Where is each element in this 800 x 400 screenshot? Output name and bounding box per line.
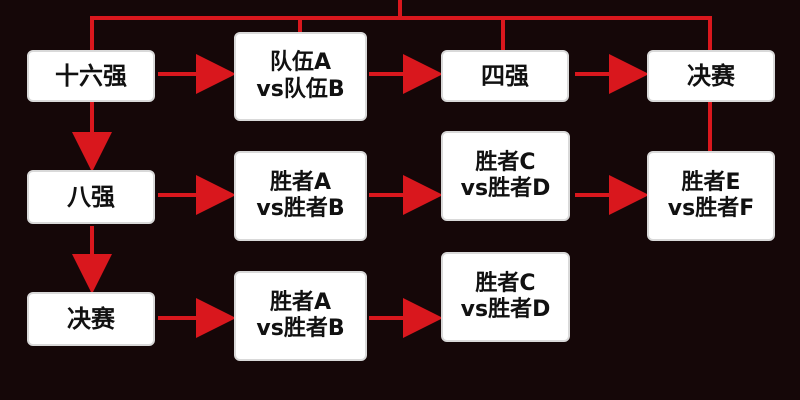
semifinal-stage-label: 四强 (481, 61, 529, 90)
match-team-b: vs队伍B (256, 76, 345, 102)
match-winner-b: vs胜者B (256, 196, 345, 221)
final-row-node: 决赛 (27, 292, 155, 346)
final-row-next-node: 胜者C vs胜者D (441, 252, 570, 342)
match-winner-c: 胜者C (475, 149, 536, 175)
quarter-final-next-node: 胜者C vs胜者D (441, 131, 570, 221)
final-row-match-node: 胜者A vs胜者B (234, 271, 367, 361)
match-winner-f: vs胜者F (667, 196, 755, 221)
final-row-winner-d: vs胜者D (460, 297, 551, 322)
quarter-final-node: 八强 (27, 170, 155, 224)
match-team-a: 队伍A (269, 50, 332, 76)
round-of-16-label: 十六强 (55, 61, 127, 90)
final-row-winner-c: 胜者C (475, 270, 536, 296)
match-winner-e: 胜者E (681, 169, 741, 195)
final-match-node: 胜者E vs胜者F (647, 151, 775, 241)
round-of-16-node: 十六强 (27, 50, 155, 102)
semifinal-stage-node: 四强 (441, 50, 569, 102)
final-stage-node: 决赛 (647, 50, 775, 102)
match-winner-a: 胜者A (269, 169, 332, 195)
final-row-label: 决赛 (67, 304, 115, 333)
top-connector-bus (90, 0, 712, 52)
quarter-final-match-node: 胜者A vs胜者B (234, 151, 367, 241)
final-stage-label: 决赛 (687, 61, 735, 90)
match-winner-d: vs胜者D (460, 176, 551, 201)
final-row-winner-a: 胜者A (269, 289, 332, 315)
final-row-winner-b: vs胜者B (256, 316, 345, 341)
quarter-final-label: 八强 (67, 182, 115, 211)
round-of-16-match-node: 队伍A vs队伍B (234, 32, 367, 121)
